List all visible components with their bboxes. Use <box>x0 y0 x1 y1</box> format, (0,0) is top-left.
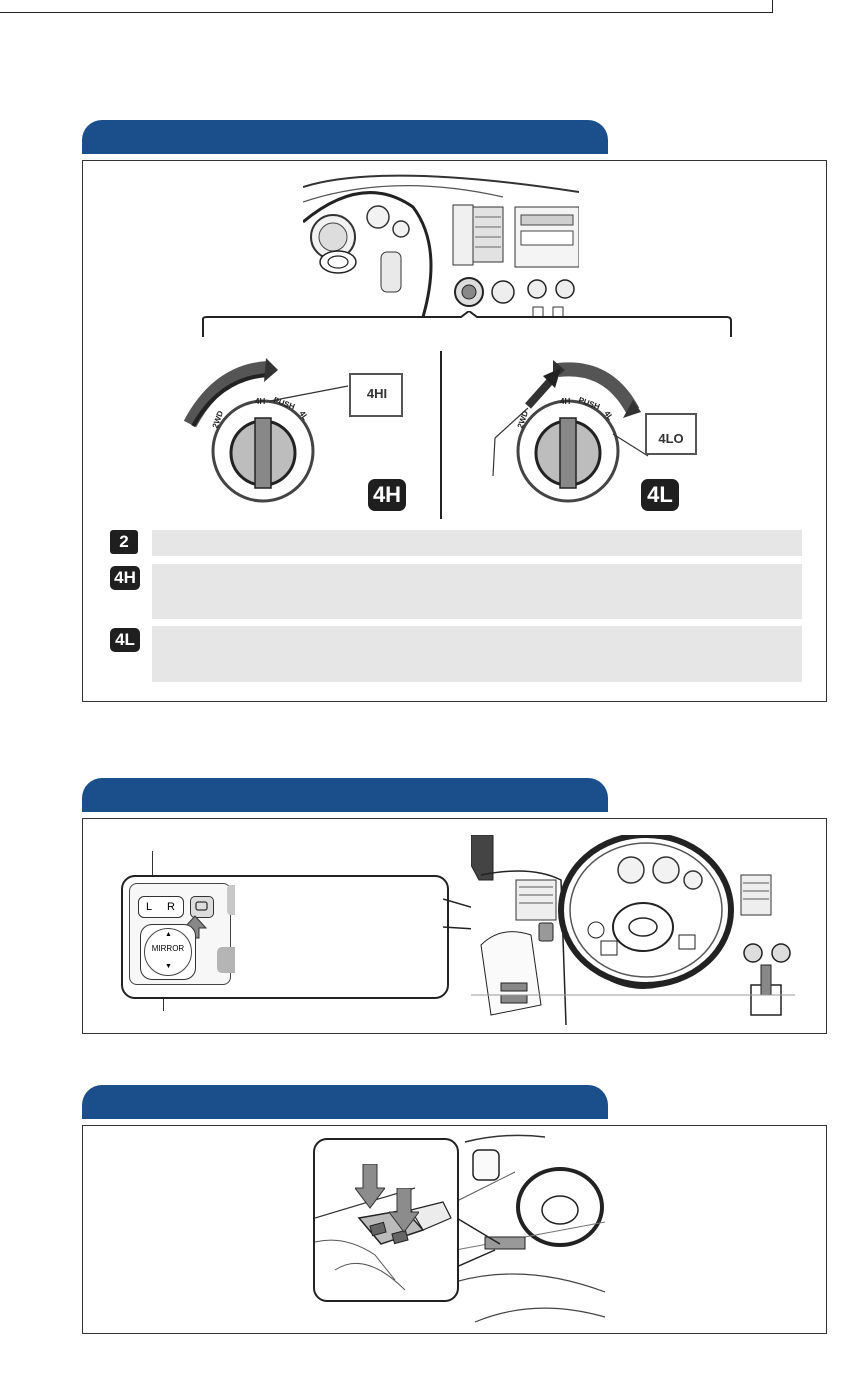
dial-4l-label-4h: 4H <box>560 397 571 406</box>
dial-4h-label-4h: 4H <box>255 397 266 406</box>
badge-4h: 4H <box>110 566 140 590</box>
badge-4l: 4L <box>110 628 140 652</box>
section-tab-mirror <box>82 778 608 812</box>
mirror-down-arrow-icon: ▼ <box>165 963 172 970</box>
row-2wd <box>152 530 802 556</box>
dial-4h-indicator: 4HI <box>366 386 388 401</box>
row-4h <box>152 564 802 619</box>
mirror-switch-edge-bottom <box>217 947 235 973</box>
mirror-left-label: L <box>146 901 153 913</box>
cabin-steering-illustration <box>471 835 795 1025</box>
mirror-switch-edge-top <box>227 885 235 915</box>
mirror-right-label: R <box>167 901 175 913</box>
section-tab-window <box>82 1085 608 1119</box>
section-box-window <box>82 1125 827 1334</box>
dial-4l-illustration <box>492 360 697 503</box>
mirror-adjust-ring <box>144 928 192 976</box>
mirror-switch-callout: L R MIRROR ▲ ▼ <box>121 875 449 999</box>
section-box-4wd: 2WD 4H PUSH 4L 4HI 4H 2WD 4H PUSH 4L 4LO… <box>82 160 827 702</box>
dial-4l-indicator: 4LO <box>658 431 684 446</box>
dial-callout-bracket <box>202 311 732 337</box>
badge-4l-large: 4L <box>641 479 679 511</box>
mirror-switch-panel: L R MIRROR ▲ ▼ <box>129 883 231 985</box>
mirror-lr-selector[interactable]: L R <box>138 896 184 918</box>
window-lock-callout <box>313 1138 459 1302</box>
badge-2wd: 2 <box>110 530 138 554</box>
top-rule <box>0 0 867 13</box>
section-box-mirror: L R MIRROR ▲ ▼ <box>82 818 827 1034</box>
dial-divider <box>440 351 442 519</box>
press-arrow-icon-1 <box>355 1164 385 1209</box>
section-tab-4wd <box>82 120 608 154</box>
press-arrow-icon-2 <box>389 1188 419 1233</box>
mirror-fold-icon <box>195 901 208 911</box>
mirror-up-arrow-icon: ▲ <box>165 931 172 938</box>
badge-4h-large: 4H <box>368 479 406 511</box>
dashboard-illustration <box>303 167 579 317</box>
door-switch-illustration <box>305 1132 605 1330</box>
mirror-adjust-pad[interactable]: MIRROR ▲ ▼ <box>140 924 196 980</box>
dial-4h-illustration <box>183 358 403 503</box>
mirror-pad-label: MIRROR <box>151 944 185 953</box>
top-rule-line <box>0 12 773 13</box>
mirror-fold-button[interactable] <box>190 896 214 918</box>
row-4l <box>152 626 802 682</box>
top-rule-tick <box>772 0 773 13</box>
